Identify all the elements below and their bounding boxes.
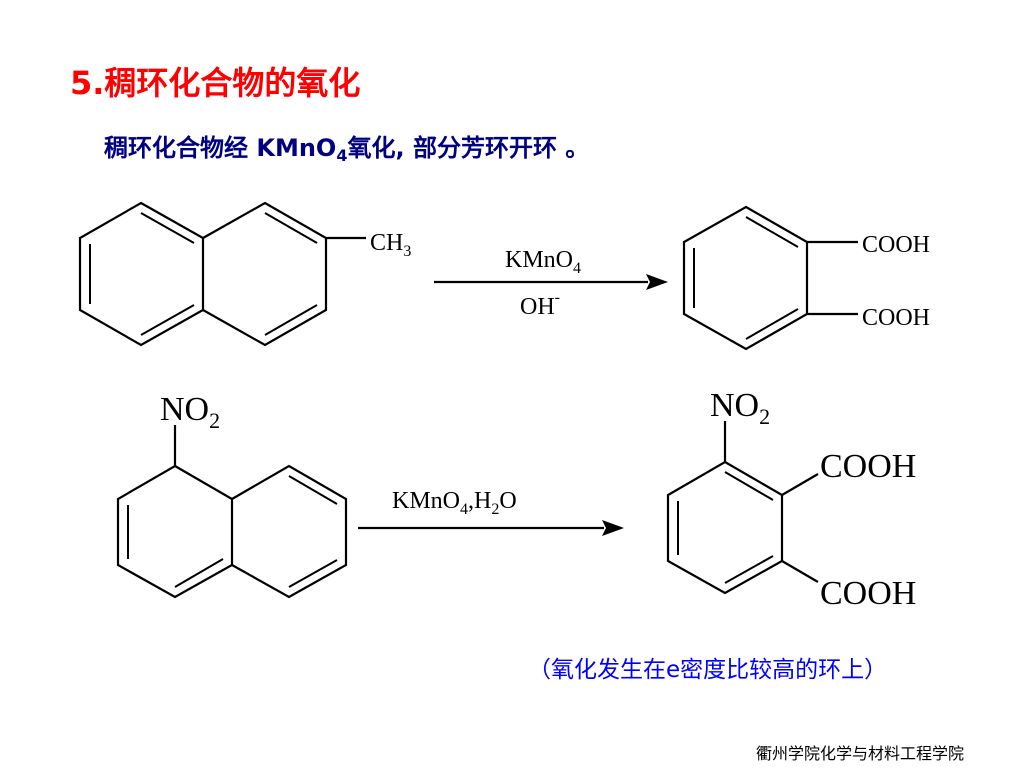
- nitrophthalic-acid-structure: [666, 421, 819, 595]
- subtitle-prefix: 稠环化合物经: [104, 134, 257, 162]
- slide-title: 5.稠环化合物的氧化: [70, 58, 360, 104]
- nitronaphthalene-structure: [116, 425, 348, 599]
- product2-carboxyl-top: COOH: [820, 448, 916, 485]
- reaction1-arrow: [434, 274, 668, 290]
- phthalic-acid-structure: [682, 205, 858, 351]
- product1-carboxyl-bottom: COOH: [862, 305, 930, 331]
- reaction2-reagent: KMnO4,H2O: [392, 488, 517, 518]
- product1-carboxyl-top: COOH: [862, 232, 930, 258]
- title-number: 5.: [70, 64, 105, 102]
- subtitle-suffix: 氧化, 部分芳环开环 。: [347, 134, 590, 162]
- slide-subtitle: 稠环化合物经 KMnO4氧化, 部分芳环开环 。: [104, 128, 589, 165]
- methylnaphthalene-structure: [78, 201, 366, 347]
- reaction1-condition: OH-: [520, 289, 560, 320]
- reaction1-reagent: KMnO4: [505, 247, 581, 277]
- title-text: 稠环化合物的氧化: [104, 64, 361, 102]
- product2-nitro-label: NO2: [710, 387, 770, 429]
- subtitle-reagent-subscript: 4: [336, 146, 348, 165]
- reaction-note: （氧化发生在e密度比较高的环上）: [528, 657, 888, 683]
- reaction2-arrow: [358, 520, 624, 536]
- subtitle-reagent: KMnO: [256, 134, 337, 162]
- nitro-label: NO2: [160, 391, 220, 433]
- methyl-label: CH3: [370, 230, 411, 260]
- product2-carboxyl-bottom: COOH: [820, 575, 916, 612]
- footer-institution: 衢州学院化学与材料工程学院: [756, 744, 965, 763]
